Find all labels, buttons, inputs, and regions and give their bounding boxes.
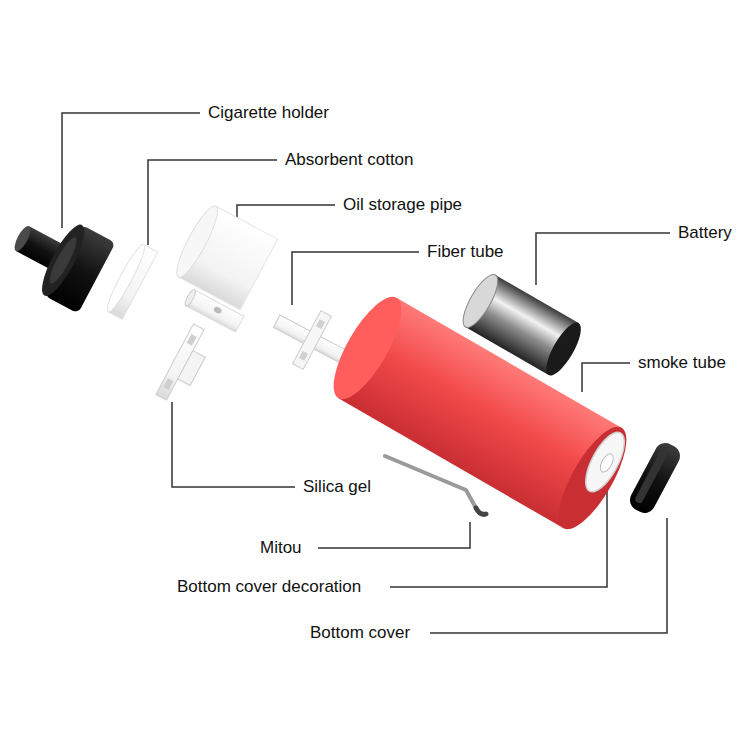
leader-line xyxy=(62,113,200,228)
part-label: Fiber tube xyxy=(427,242,504,262)
leader-line xyxy=(430,518,667,633)
silica-gel xyxy=(156,324,217,407)
smoke-tube xyxy=(321,288,639,538)
part-label: Battery xyxy=(678,223,732,243)
leader-line xyxy=(237,205,335,222)
leader-lines xyxy=(62,113,670,633)
part-label: Bottom cover decoration xyxy=(177,577,361,597)
part-label: Oil storage pipe xyxy=(343,195,462,215)
part-label: Absorbent cotton xyxy=(285,150,414,170)
bottom-cover xyxy=(626,439,684,517)
leader-line xyxy=(292,252,419,305)
part-label: Cigarette holder xyxy=(208,103,329,123)
part-label: smoke tube xyxy=(638,353,726,373)
mitou xyxy=(385,456,486,514)
leader-line xyxy=(582,363,630,392)
part-label: Mitou xyxy=(260,538,302,558)
cigarette-holder xyxy=(0,201,116,313)
oil-storage-pipe xyxy=(170,202,277,310)
leader-line xyxy=(172,402,295,487)
part-label: Bottom cover xyxy=(310,623,410,643)
leader-line xyxy=(536,233,670,285)
bottom-cover-decoration xyxy=(578,427,632,497)
absorbent-cotton xyxy=(103,242,158,319)
part-label: Silica gel xyxy=(303,477,371,497)
leader-line xyxy=(318,522,470,548)
